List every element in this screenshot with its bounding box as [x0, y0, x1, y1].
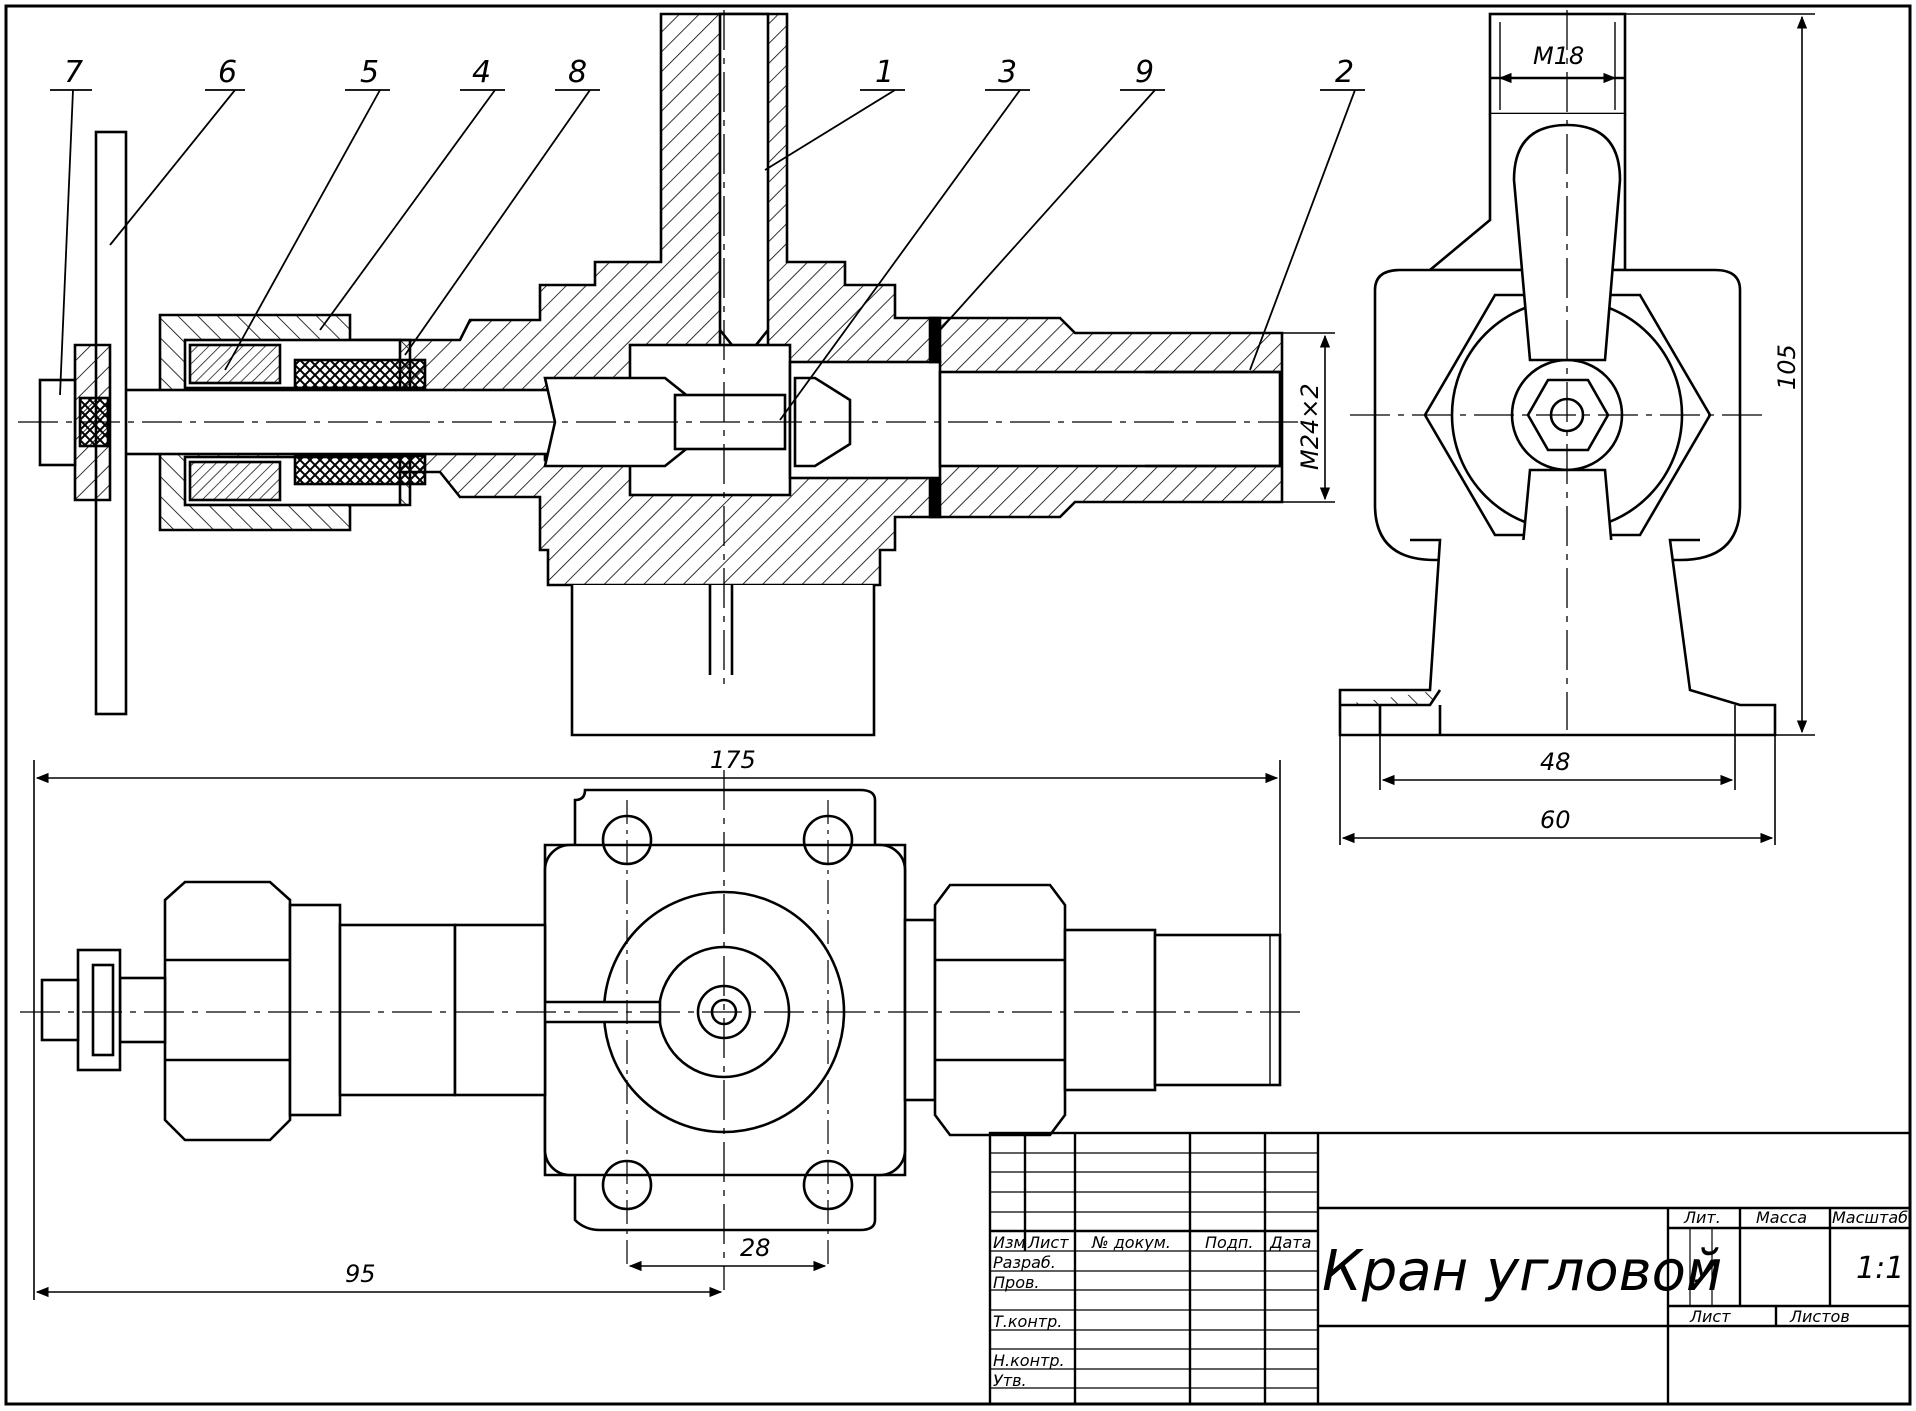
- top-view: [40, 788, 1282, 1232]
- body-foot: [570, 585, 876, 737]
- axis-distance-dimension: 95: [345, 1260, 376, 1288]
- tb-lit-header: Лит.: [1683, 1208, 1721, 1227]
- height-dimension: 105: [1773, 344, 1801, 390]
- front-section-view: [38, 12, 1284, 737]
- top-fitting: [1488, 12, 1627, 116]
- tb-header-list: Лист: [1027, 1233, 1069, 1252]
- tb-role-norm-control: Н.контр.: [993, 1351, 1065, 1370]
- valve-cone: [793, 376, 852, 468]
- drawing-title: Кран угловой: [1322, 1239, 1722, 1304]
- foot-holes-dimension: 48: [1540, 748, 1571, 776]
- tb-role-checker: Пров.: [993, 1273, 1040, 1292]
- part-number-5: 5: [360, 55, 379, 90]
- tb-header-doc: № докум.: [1091, 1233, 1171, 1252]
- tb-header-izm: Изм: [993, 1233, 1026, 1252]
- foot-width-dimension: 60: [1540, 806, 1571, 834]
- part-number-7: 7: [64, 55, 83, 90]
- tb-header-sign: Подп.: [1205, 1233, 1253, 1252]
- part-number-4: 4: [472, 55, 491, 90]
- sheet-frame: [4, 4, 1912, 1406]
- part-number-8: 8: [568, 55, 587, 90]
- top-thread-label: M18: [1533, 42, 1584, 70]
- tb-lit-value: У: [1694, 1255, 1714, 1290]
- overall-length-dimension: 175: [710, 746, 756, 774]
- body-section: [338, 12, 1284, 587]
- outlet-thread-label: M24×2: [1296, 383, 1324, 470]
- top-right-nut: [933, 883, 1067, 1137]
- top-left-nut: [163, 880, 292, 1142]
- tb-sheets-label: Листов: [1789, 1307, 1850, 1326]
- part-number-3: 3: [998, 55, 1017, 90]
- gasket: [928, 316, 942, 364]
- tb-role-tech-control: Т.контр.: [993, 1312, 1062, 1331]
- side-view: [1338, 12, 1777, 737]
- tb-sheet-label: Лист: [1689, 1307, 1731, 1326]
- tb-role-approver: Утв.: [993, 1371, 1027, 1390]
- part-number-1: 1: [875, 55, 894, 90]
- part-number-9: 9: [1135, 55, 1154, 90]
- tb-role-developer: Разраб.: [993, 1253, 1056, 1272]
- part-number-6: 6: [218, 55, 237, 90]
- part-number-2: 2: [1335, 55, 1354, 90]
- flange-holes-dimension: 28: [740, 1234, 771, 1262]
- tb-scale-value: 1:1: [1856, 1251, 1904, 1286]
- title-block: [988, 1131, 1912, 1406]
- tb-scale-header: Масштаб: [1832, 1208, 1908, 1227]
- tb-header-date: Дата: [1269, 1233, 1311, 1252]
- packing-rings: [293, 358, 427, 390]
- tb-mass-header: Масса: [1756, 1208, 1807, 1227]
